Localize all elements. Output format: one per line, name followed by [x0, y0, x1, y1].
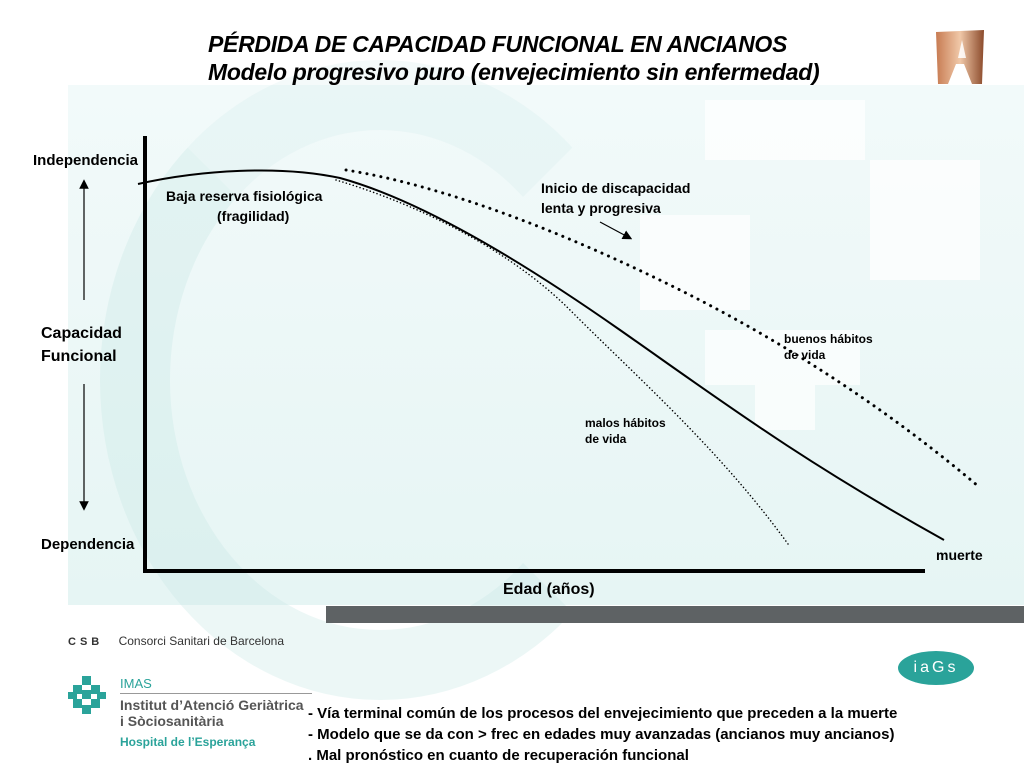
- annotation-buenos-1: buenos hábitos: [784, 332, 873, 346]
- title-line-1: PÉRDIDA DE CAPACIDAD FUNCIONAL EN ANCIAN…: [208, 31, 788, 57]
- pointer-arrow-icon: [599, 221, 633, 240]
- decorative-block: [705, 330, 860, 385]
- csb-name: Consorci Sanitari de Barcelona: [118, 634, 284, 648]
- imas-divider: [120, 693, 312, 694]
- csb-mark: CSB: [68, 636, 104, 648]
- decorative-block: [755, 385, 815, 430]
- bullet-2: - Modelo que se da con > frec en edades …: [308, 726, 895, 743]
- good-habits-curve: [344, 168, 980, 488]
- institut-line-2: i Sòciosanitària: [120, 713, 224, 729]
- title-line-2: Modelo progresivo puro (envejecimiento s…: [208, 59, 820, 85]
- annotation-inicio-2: lenta y progresiva: [541, 200, 661, 216]
- bad-habits-curve: [335, 179, 789, 545]
- annotation-inicio-1: Inicio de discapacidad: [541, 180, 691, 196]
- hospital-name: Hospital de l’Esperança: [120, 735, 256, 749]
- bullet-3: . Mal pronóstico en cuanto de recuperaci…: [308, 747, 689, 764]
- y-axis-label-line1: Capacidad: [41, 325, 122, 342]
- annotation-buenos-2: de vida: [784, 348, 826, 362]
- csb-logo: CSB Consorci Sanitari de Barcelona: [68, 634, 284, 648]
- footer-bullets: - Vía terminal común de los procesos del…: [308, 703, 897, 766]
- footer-gray-bar: [326, 606, 1024, 623]
- y-top-label: Independencia: [33, 152, 139, 169]
- decorative-block: [870, 160, 980, 280]
- y-axis-label-line2: Funcional: [41, 348, 117, 365]
- institut-name: Institut d’Atenció Geriàtrica i Sòciosan…: [120, 697, 304, 729]
- a-logo-icon: [936, 30, 984, 84]
- annotation-malos-1: malos hábitos: [585, 416, 666, 430]
- annotation-muerte: muerte: [936, 547, 983, 563]
- main-curve: [137, 169, 945, 541]
- annotation-baja-reserva-2: (fragilidad): [217, 208, 290, 224]
- decorative-block: [705, 100, 865, 160]
- institut-line-1: Institut d’Atenció Geriàtrica: [120, 697, 304, 713]
- iags-logo: iaGs: [898, 651, 974, 685]
- bullet-1: - Vía terminal común de los procesos del…: [308, 705, 898, 722]
- annotation-baja-reserva-1: Baja reserva fisiológica: [166, 188, 323, 204]
- y-bottom-label: Dependencia: [41, 536, 135, 553]
- annotation-malos-2: de vida: [585, 432, 627, 446]
- decorative-block: [640, 215, 750, 310]
- slide-title: PÉRDIDA DE CAPACIDAD FUNCIONAL EN ANCIAN…: [208, 30, 820, 86]
- imas-label: IMAS: [120, 676, 152, 691]
- x-axis-label: Edad (años): [503, 581, 595, 598]
- functional-capacity-chart: [79, 136, 980, 573]
- imas-cross-logo-icon: [68, 676, 106, 714]
